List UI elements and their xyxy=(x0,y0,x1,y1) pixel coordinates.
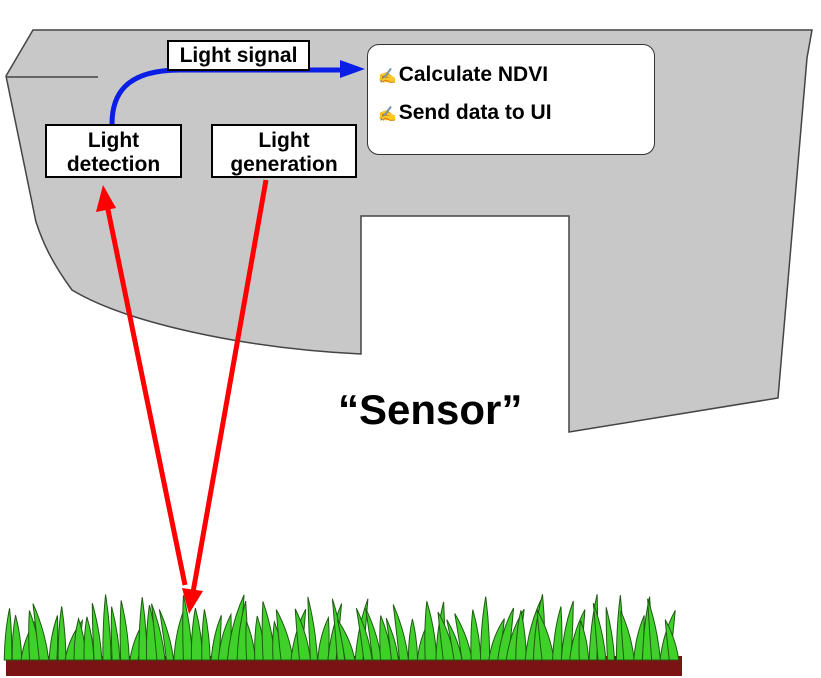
grass-blade xyxy=(647,598,661,661)
grass-blade xyxy=(201,609,211,661)
grass-blade xyxy=(620,610,635,661)
grass-blade xyxy=(385,617,400,661)
writing-hand-icon: ✍ xyxy=(378,106,397,123)
grass-layer xyxy=(3,594,680,661)
grass-blade xyxy=(454,613,473,661)
reflected-beam-arrowhead xyxy=(96,185,116,212)
grass-blade xyxy=(138,597,148,661)
grass-blade xyxy=(578,620,590,661)
grass-blade xyxy=(245,621,256,661)
grass-blade xyxy=(158,609,175,661)
task-item: ✍Send data to UI xyxy=(378,101,552,125)
grass-blade xyxy=(392,604,410,661)
light-generation-line-2: generation xyxy=(230,153,338,176)
task-item: ✍Calculate NDVI xyxy=(378,63,548,87)
processing-task-box: ✍Calculate NDVI ✍Send data to UI xyxy=(367,44,655,155)
grass-blade xyxy=(536,609,555,661)
emitted-beam-arrowhead xyxy=(182,588,203,614)
grass-blade xyxy=(307,596,319,661)
grass-blade xyxy=(355,607,373,661)
grass-blade xyxy=(57,606,67,661)
light-beam-emitted xyxy=(189,179,269,599)
light-detection-label: Light detection xyxy=(45,124,182,178)
light-signal-text: Light signal xyxy=(179,44,298,67)
grass-blade xyxy=(275,609,294,661)
light-detection-line-2: detection xyxy=(66,153,161,176)
grass-blade xyxy=(470,609,482,661)
sensor-caption: “Sensor” xyxy=(338,386,523,433)
grass-blade xyxy=(102,594,112,661)
grass-blade xyxy=(48,615,59,661)
grass-blade xyxy=(119,600,130,661)
task-label: Calculate NDVI xyxy=(398,63,549,86)
grass-blade xyxy=(407,618,419,661)
light-generation-line-1: Light xyxy=(258,129,310,152)
grass-blade xyxy=(11,615,23,661)
light-signal-arrowhead xyxy=(340,60,365,78)
task-label: Send data to UI xyxy=(398,101,552,124)
light-signal-label: Light signal xyxy=(167,40,310,71)
grass-blade xyxy=(91,603,103,661)
grass-blade xyxy=(592,602,607,661)
grass-blade xyxy=(479,596,491,661)
grass-blade xyxy=(424,601,438,661)
grass-blade xyxy=(151,603,166,661)
light-generation-label: Light generation xyxy=(211,124,357,178)
grass-blade xyxy=(317,615,330,661)
grass-blade xyxy=(515,610,527,661)
grass-blade xyxy=(664,619,680,661)
light-detection-line-1: Light xyxy=(87,129,140,152)
grass-blade xyxy=(32,603,50,661)
grass-blade xyxy=(446,619,463,661)
grass-blade xyxy=(552,606,563,661)
light-beam-reflected xyxy=(103,199,188,586)
grass-blade xyxy=(190,607,204,661)
grass-blade xyxy=(3,608,13,661)
grass-blade xyxy=(337,619,356,661)
grass-blade xyxy=(294,608,312,661)
writing-hand-icon: ✍ xyxy=(378,68,397,85)
grass-blade xyxy=(110,606,121,661)
soil-strip xyxy=(6,656,682,676)
grass-blade xyxy=(605,607,616,661)
